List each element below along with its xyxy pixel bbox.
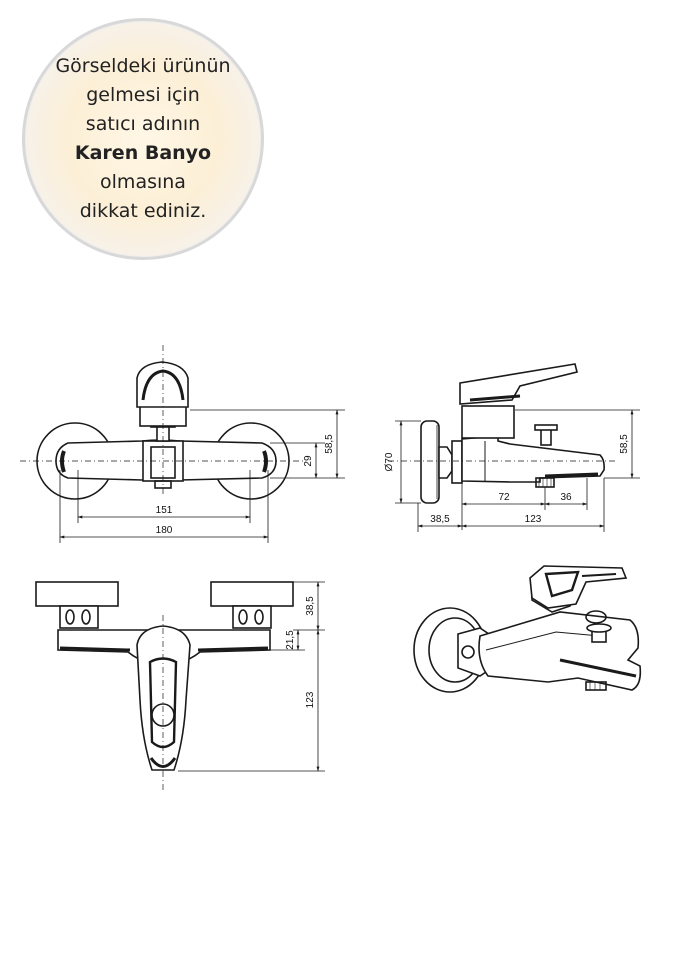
notice-line-6: dikkat ediniz.: [79, 200, 207, 222]
top-lever: [136, 625, 191, 771]
seller-notice-badge: Görseldeki ürünün gelmesi için satıcı ad…: [22, 18, 264, 260]
dim-side-123: 123: [525, 514, 542, 525]
top-view-dimensions: [178, 581, 325, 772]
top-left-flange: [35, 581, 119, 607]
dim-front-29: 29: [303, 455, 314, 467]
notice-line-1: Görseldeki ürünün: [55, 55, 231, 77]
side-view-dimensions: [395, 409, 640, 532]
top-right-flange: [210, 581, 294, 607]
front-view-dimensions: [59, 409, 345, 543]
notice-line-3: satıcı adının: [85, 113, 201, 135]
front-lever: [136, 361, 189, 408]
dim-side-72: 72: [498, 492, 510, 503]
seller-name: Karen Banyo: [74, 142, 212, 164]
dim-front-151: 151: [156, 505, 173, 516]
dim-top-38-5: 38,5: [305, 596, 316, 616]
front-view: [20, 345, 305, 500]
side-body: [461, 435, 605, 483]
dim-front-180: 180: [156, 525, 173, 536]
perspective-lever: [529, 565, 628, 609]
dim-top-123: 123: [305, 691, 316, 708]
dim-front-58-5: 58,5: [324, 434, 335, 454]
side-view: [388, 363, 615, 504]
dim-side-58-5: 58,5: [619, 434, 630, 454]
side-lever: [459, 363, 578, 405]
perspective-body: [478, 611, 642, 691]
side-flange: [420, 420, 440, 504]
top-view: [35, 581, 294, 790]
notice-line-5: olmasına: [100, 171, 186, 193]
dim-side-diameter-70: Ø70: [384, 452, 395, 471]
perspective-view: [413, 565, 642, 693]
dim-side-36: 36: [560, 492, 572, 503]
notice-line-2: gelmesi için: [86, 84, 200, 106]
dim-top-21-5: 21,5: [285, 630, 296, 650]
dim-side-38-5: 38,5: [430, 514, 450, 525]
